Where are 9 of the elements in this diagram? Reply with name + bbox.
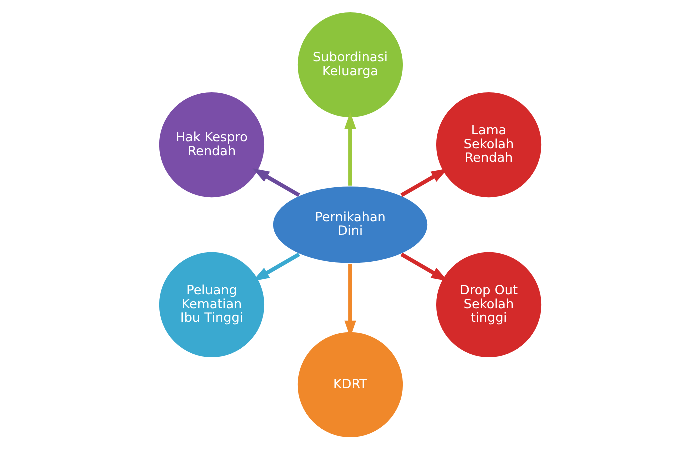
node-ellipse: Pernikahan Dini [272,186,428,264]
arrow [252,168,300,198]
node-circle: KDRT [296,331,404,438]
node-circle: Peluang Kematian Ibu Tinggi [158,251,265,359]
node-circle: Lama Sekolah Rendah [435,92,542,199]
arrow [344,112,356,186]
node-circle: Hak Kespro Rendah [158,92,265,199]
node-circle: Subordinasi Keluarga [296,12,404,119]
node-circle: Drop Out Sekolah tinggi [435,251,542,359]
